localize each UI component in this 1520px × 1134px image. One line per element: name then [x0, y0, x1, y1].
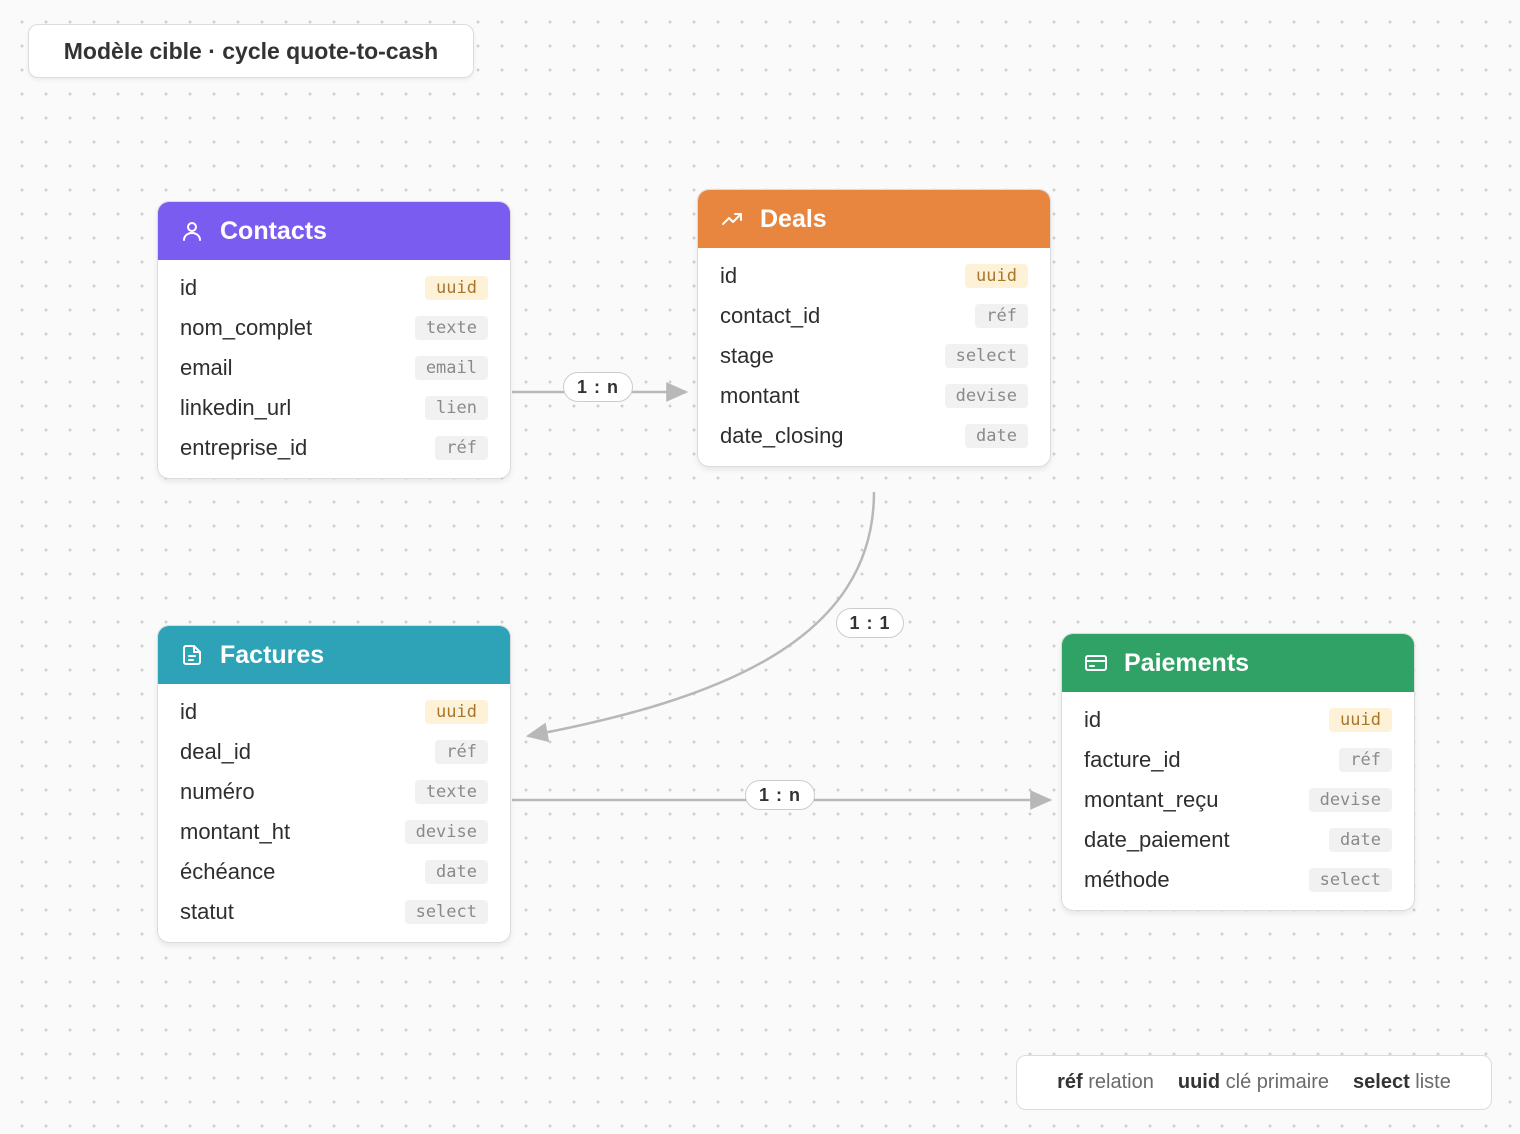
field-row[interactable]: nom_complet texte	[158, 308, 510, 348]
field-type-badge: lien	[425, 396, 488, 420]
field-row[interactable]: échéance date	[158, 852, 510, 892]
field-name: nom_complet	[180, 315, 313, 340]
field-name: statut	[180, 899, 234, 924]
field-row[interactable]: email email	[158, 348, 510, 388]
field-name: deal_id	[180, 739, 251, 764]
field-type-badge: email	[414, 356, 488, 380]
field-type-badge: select	[1308, 868, 1392, 892]
legend-text: liste	[1415, 1071, 1451, 1093]
table-paiements[interactable]: Paiements id uuid facture_id réf montant_reç…	[1061, 633, 1415, 911]
legend-text: clé primaire	[1225, 1071, 1330, 1093]
field-row[interactable]: facture_id réf	[1062, 740, 1414, 780]
table-title: Contacts	[220, 216, 327, 245]
field-type-badge: devise	[944, 384, 1028, 408]
field-row[interactable]: numéro texte	[158, 772, 510, 812]
field-type-badge: réf	[435, 740, 488, 764]
field-type-badge: texte	[414, 316, 488, 340]
diagram-title: Modèle cible · cycle quote-to-cash	[28, 24, 474, 78]
table-title: Factures	[220, 640, 325, 669]
relation-label-deals-factures: 1 : 1	[836, 608, 904, 638]
user-icon	[183, 222, 201, 241]
field-name: id	[720, 263, 738, 288]
legend-item: uuid clé primaire	[1178, 1071, 1329, 1094]
trending-up-icon	[722, 213, 742, 225]
legend-item: réf relation	[1057, 1071, 1154, 1094]
legend-text: relation	[1088, 1071, 1154, 1093]
field-name: id	[180, 699, 198, 724]
table-header-contacts: Contacts	[158, 202, 510, 260]
field-type-badge: uuid	[425, 276, 488, 300]
field-row[interactable]: date_paiement date	[1062, 820, 1414, 860]
field-name: montant_reçu	[1084, 787, 1219, 812]
relation-label-contacts-deals: 1 : n	[563, 372, 633, 402]
field-type-badge: réf	[1339, 748, 1392, 772]
edge-deals-factures	[525, 491, 876, 743]
field-row[interactable]: entreprise_id réf	[158, 428, 510, 468]
field-list: id uuid nom_complet texte email email linkedin…	[158, 260, 510, 478]
table-title: Paiements	[1124, 648, 1250, 677]
field-list: id uuid contact_id réf stage select montant dev…	[698, 248, 1050, 466]
field-type-badge: uuid	[425, 700, 488, 724]
legend-key: réf	[1057, 1071, 1083, 1093]
field-type-badge: select	[404, 900, 488, 924]
field-row[interactable]: montant_ht devise	[158, 812, 510, 852]
field-type-badge: devise	[1308, 788, 1392, 812]
field-list: id uuid facture_id réf montant_reçu devise dat…	[1062, 692, 1414, 910]
field-type-badge: select	[944, 344, 1028, 368]
field-type-badge: texte	[414, 780, 488, 804]
field-type-badge: réf	[975, 304, 1028, 328]
table-header-deals: Deals	[698, 190, 1050, 248]
field-row[interactable]: montant devise	[698, 376, 1050, 416]
field-row[interactable]: id uuid	[1062, 700, 1414, 740]
field-name: date_paiement	[1084, 827, 1230, 852]
field-row[interactable]: id uuid	[158, 268, 510, 308]
field-name: montant_ht	[180, 819, 291, 844]
field-row[interactable]: statut select	[158, 892, 510, 932]
field-row[interactable]: id uuid	[698, 256, 1050, 296]
table-factures[interactable]: Factures id uuid deal_id réf numéro texte mont…	[157, 625, 511, 943]
field-list: id uuid deal_id réf numéro texte montant_ht dev…	[158, 684, 510, 942]
legend-item: select liste	[1353, 1071, 1451, 1094]
field-row[interactable]: méthode select	[1062, 860, 1414, 900]
field-row[interactable]: linkedin_url lien	[158, 388, 510, 428]
field-row[interactable]: stage select	[698, 336, 1050, 376]
field-row[interactable]: contact_id réf	[698, 296, 1050, 336]
field-name: id	[180, 275, 198, 300]
field-name: échéance	[180, 859, 276, 884]
field-type-badge: date	[965, 424, 1028, 448]
credit-card-icon	[1085, 655, 1107, 671]
field-name: linkedin_url	[180, 395, 292, 420]
document-icon	[183, 645, 201, 665]
field-type-badge: devise	[404, 820, 488, 844]
table-header-paiements: Paiements	[1062, 634, 1414, 692]
table-deals[interactable]: Deals id uuid contact_id réf stage select mont…	[697, 189, 1051, 467]
field-type-badge: date	[1329, 828, 1392, 852]
field-name: email	[180, 355, 233, 380]
field-name: entreprise_id	[180, 435, 308, 460]
field-row[interactable]: id uuid	[158, 692, 510, 732]
legend-key: uuid	[1177, 1071, 1221, 1093]
field-name: montant	[720, 383, 800, 408]
field-name: numéro	[180, 779, 255, 804]
field-name: id	[1084, 707, 1102, 732]
field-name: méthode	[1084, 867, 1170, 892]
field-name: facture_id	[1084, 747, 1181, 772]
field-row[interactable]: deal_id réf	[158, 732, 510, 772]
field-type-badge: uuid	[1329, 708, 1392, 732]
field-name: stage	[720, 343, 774, 368]
field-row[interactable]: montant_reçu devise	[1062, 780, 1414, 820]
field-row[interactable]: date_closing date	[698, 416, 1050, 456]
relation-label-factures-paiements: 1 : n	[745, 780, 815, 810]
field-type-badge: uuid	[965, 264, 1028, 288]
legend-key: select	[1353, 1071, 1410, 1093]
table-header-factures: Factures	[158, 626, 510, 684]
field-name: contact_id	[720, 303, 821, 328]
legend: réf relation uuid clé primaire select li…	[1016, 1055, 1492, 1110]
field-name: date_closing	[720, 423, 844, 448]
table-title: Deals	[760, 204, 827, 233]
field-type-badge: date	[425, 860, 488, 884]
field-type-badge: réf	[435, 436, 488, 460]
